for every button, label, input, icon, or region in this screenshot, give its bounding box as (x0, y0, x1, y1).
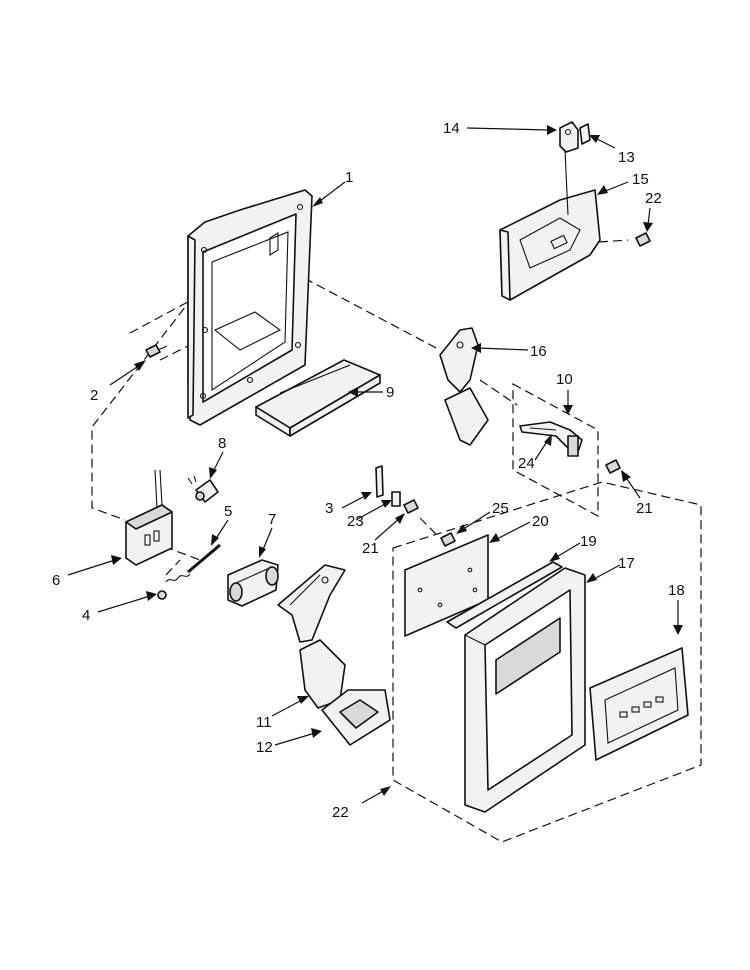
alignment-line (479, 379, 518, 406)
callout-11: 11 (256, 714, 272, 731)
part-4-spring-screw (157, 573, 191, 600)
part-17-front-panel (464, 567, 586, 813)
callout-13: 13 (618, 149, 635, 166)
callout-21-center: 21 (362, 540, 379, 557)
callout-17: 17 (618, 555, 635, 572)
callout-7: 7 (268, 511, 276, 528)
part-3-clip (375, 465, 384, 498)
part-22-screw-upper (635, 232, 651, 247)
callout-21-right: 21 (636, 500, 653, 517)
part-18-trim-panel (589, 647, 689, 761)
callout-10: 10 (556, 371, 573, 388)
part-21-screw-center (403, 499, 419, 514)
part-8-switch (187, 475, 219, 503)
part-15-upper-bracket (499, 149, 601, 301)
part-7-actuator-bracket (227, 559, 279, 607)
callout-9: 9 (386, 384, 394, 401)
callout-22-lower: 22 (332, 804, 349, 821)
part-20-control-board (404, 534, 489, 637)
callout-4: 4 (82, 607, 90, 624)
part-5-pin (187, 543, 221, 574)
callout-12: 12 (256, 739, 273, 756)
callout-18: 18 (668, 582, 685, 599)
part-12-chute (321, 689, 391, 746)
part-19-seal-strip (446, 561, 563, 629)
alignment-line (419, 517, 439, 537)
callout-labels: 1 2 3 4 5 6 7 8 9 10 11 12 13 14 15 16 1… (52, 120, 685, 821)
part-21-screw-right (605, 459, 621, 474)
callout-23: 23 (347, 513, 364, 530)
part-6-solenoid-module (125, 469, 173, 566)
callout-5: 5 (224, 503, 232, 520)
assembly-outline-10 (512, 382, 599, 518)
callout-2: 2 (90, 387, 98, 404)
part-23-spacer (391, 491, 401, 507)
part-16-water-actuator (439, 327, 489, 446)
leader-lines (67, 125, 683, 804)
callout-19: 19 (580, 533, 597, 550)
part-14-bracket-clip (559, 121, 579, 153)
callout-15: 15 (632, 171, 649, 188)
callout-14: 14 (443, 120, 460, 137)
callout-6: 6 (52, 572, 60, 589)
part-13-plate (579, 123, 591, 145)
callout-1: 1 (345, 169, 353, 186)
part-2-screw (145, 344, 168, 358)
callout-24: 24 (518, 455, 535, 472)
part-10-water-valve-lever (519, 421, 583, 457)
callout-3: 3 (325, 500, 333, 517)
assembly-outline-22 (392, 481, 702, 843)
part-11-ice-actuator (277, 564, 346, 709)
callout-8: 8 (218, 435, 226, 452)
callout-16: 16 (530, 343, 547, 360)
part-1-dispenser-housing (187, 189, 313, 426)
callout-20: 20 (532, 513, 549, 530)
alignment-line (165, 559, 181, 576)
part-25-screw (440, 532, 456, 547)
callout-22-upper: 22 (645, 190, 662, 207)
assembly-outline-6 (91, 274, 211, 561)
callout-25: 25 (492, 500, 509, 517)
